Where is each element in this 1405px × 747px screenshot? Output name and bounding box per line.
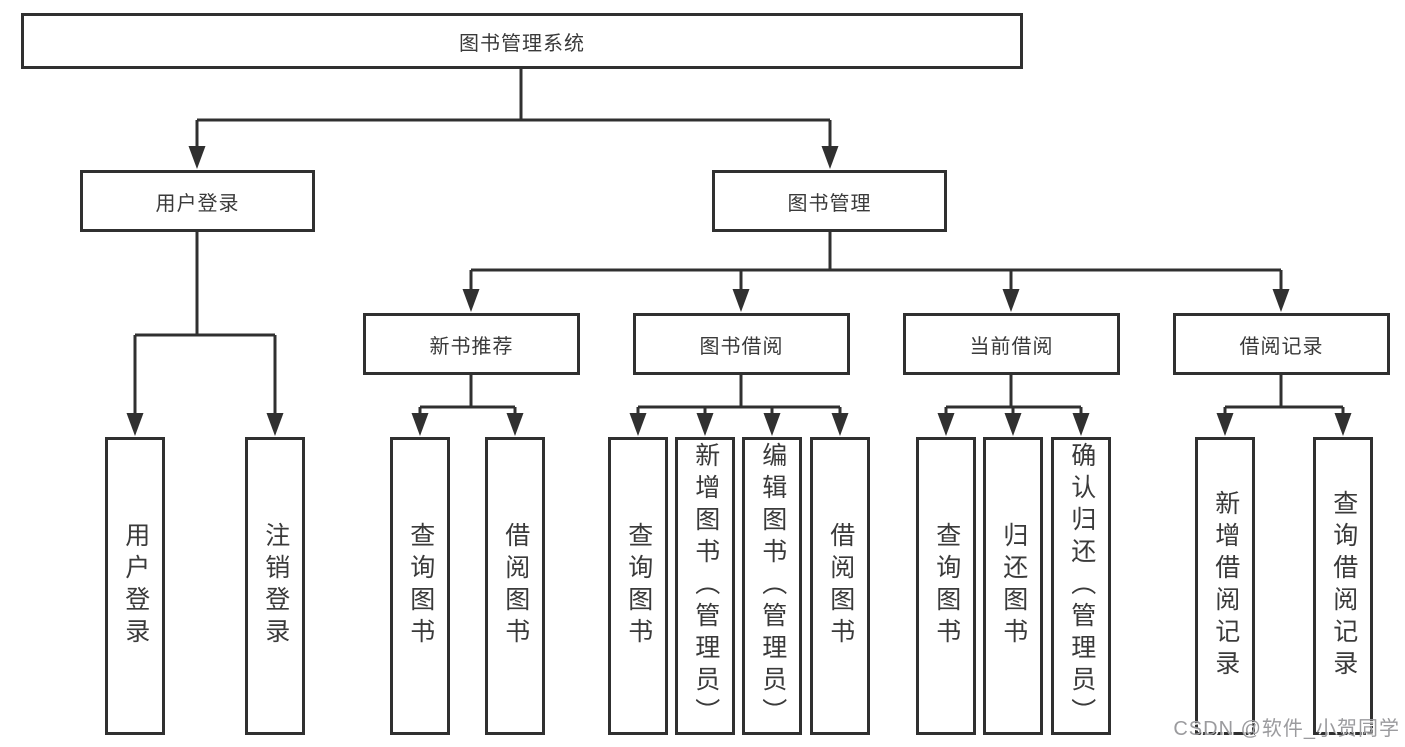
leaf-query-borrow-record: 查询借阅记录 xyxy=(1313,437,1373,735)
arrowhead xyxy=(1072,413,1090,436)
arrowhead xyxy=(266,413,284,436)
leaf-query-books-current: 查询图书 xyxy=(916,437,976,735)
node-label: 借阅记录 xyxy=(1239,335,1324,358)
leaf-borrow-books-borrow: 借阅图书 xyxy=(810,437,870,735)
arrowhead xyxy=(1334,413,1352,436)
node-label: 新增图书（管理员） xyxy=(691,442,720,730)
arrowhead xyxy=(506,413,524,436)
arrowhead xyxy=(732,289,750,312)
connector-current-borrow-children xyxy=(944,375,1083,415)
node-label: 新书推荐 xyxy=(429,335,514,358)
arrowhead xyxy=(696,413,714,436)
leaf-borrow-books-recommend: 借阅图书 xyxy=(485,437,545,735)
node-label: 注销登录 xyxy=(261,522,290,650)
leaf-edit-book-admin: 编辑图书（管理员） xyxy=(742,437,802,735)
connector-borrow-record-children xyxy=(1223,375,1345,415)
node-library-management-system: 图书管理系统 xyxy=(21,13,1023,69)
node-label: 确认归还（管理员） xyxy=(1067,442,1096,730)
node-label: 当前借阅 xyxy=(969,335,1054,358)
leaf-confirm-return-admin: 确认归还（管理员） xyxy=(1051,437,1111,735)
leaf-user-login: 用户登录 xyxy=(105,437,165,735)
arrowhead xyxy=(411,413,429,436)
node-label: 查询图书 xyxy=(932,522,961,650)
arrowhead xyxy=(629,413,647,436)
leaf-return-book: 归还图书 xyxy=(983,437,1043,735)
arrowhead xyxy=(126,413,144,436)
node-new-book-recommendation: 新书推荐 xyxy=(363,313,580,375)
connector-root-to-level2 xyxy=(195,69,832,150)
leaf-query-books-recommend: 查询图书 xyxy=(390,437,450,735)
leaf-add-borrow-record: 新增借阅记录 xyxy=(1195,437,1255,735)
connector-user-login-children xyxy=(133,232,277,414)
node-label: 图书管理 xyxy=(787,192,872,215)
node-label: 查询借阅记录 xyxy=(1329,490,1358,682)
node-label: 查询图书 xyxy=(624,522,653,650)
node-book-management: 图书管理 xyxy=(712,170,947,232)
node-label: 用户登录 xyxy=(155,192,240,215)
connector-book-borrow-children xyxy=(636,375,842,415)
arrowhead xyxy=(1272,289,1290,312)
node-label: 用户登录 xyxy=(121,522,150,650)
node-label: 编辑图书（管理员） xyxy=(758,442,787,730)
node-label: 图书借阅 xyxy=(699,335,784,358)
node-label: 图书管理系统 xyxy=(459,32,585,55)
arrowhead xyxy=(188,146,206,169)
node-label: 借阅图书 xyxy=(501,522,530,650)
arrowhead xyxy=(763,413,781,436)
arrowhead xyxy=(821,146,839,169)
node-user-login: 用户登录 xyxy=(80,170,315,232)
connector-book-mgmt-to-level3 xyxy=(469,232,1283,292)
leaf-add-book-admin: 新增图书（管理员） xyxy=(675,437,735,735)
node-label: 归还图书 xyxy=(999,522,1028,650)
node-label: 借阅图书 xyxy=(826,522,855,650)
arrowhead xyxy=(1002,289,1020,312)
arrowhead xyxy=(462,289,480,312)
arrowhead xyxy=(937,413,955,436)
node-label: 查询图书 xyxy=(406,522,435,650)
node-book-borrowing: 图书借阅 xyxy=(633,313,850,375)
connector-new-book-children xyxy=(418,375,517,415)
node-current-borrowing: 当前借阅 xyxy=(903,313,1120,375)
leaf-query-books-borrow: 查询图书 xyxy=(608,437,668,735)
arrowhead xyxy=(1004,413,1022,436)
arrowhead xyxy=(831,413,849,436)
leaf-logout: 注销登录 xyxy=(245,437,305,735)
node-borrowing-records: 借阅记录 xyxy=(1173,313,1390,375)
node-label: 新增借阅记录 xyxy=(1211,490,1240,682)
arrowhead xyxy=(1216,413,1234,436)
csdn-watermark: CSDN @软件_小贺同学 xyxy=(1173,718,1400,740)
